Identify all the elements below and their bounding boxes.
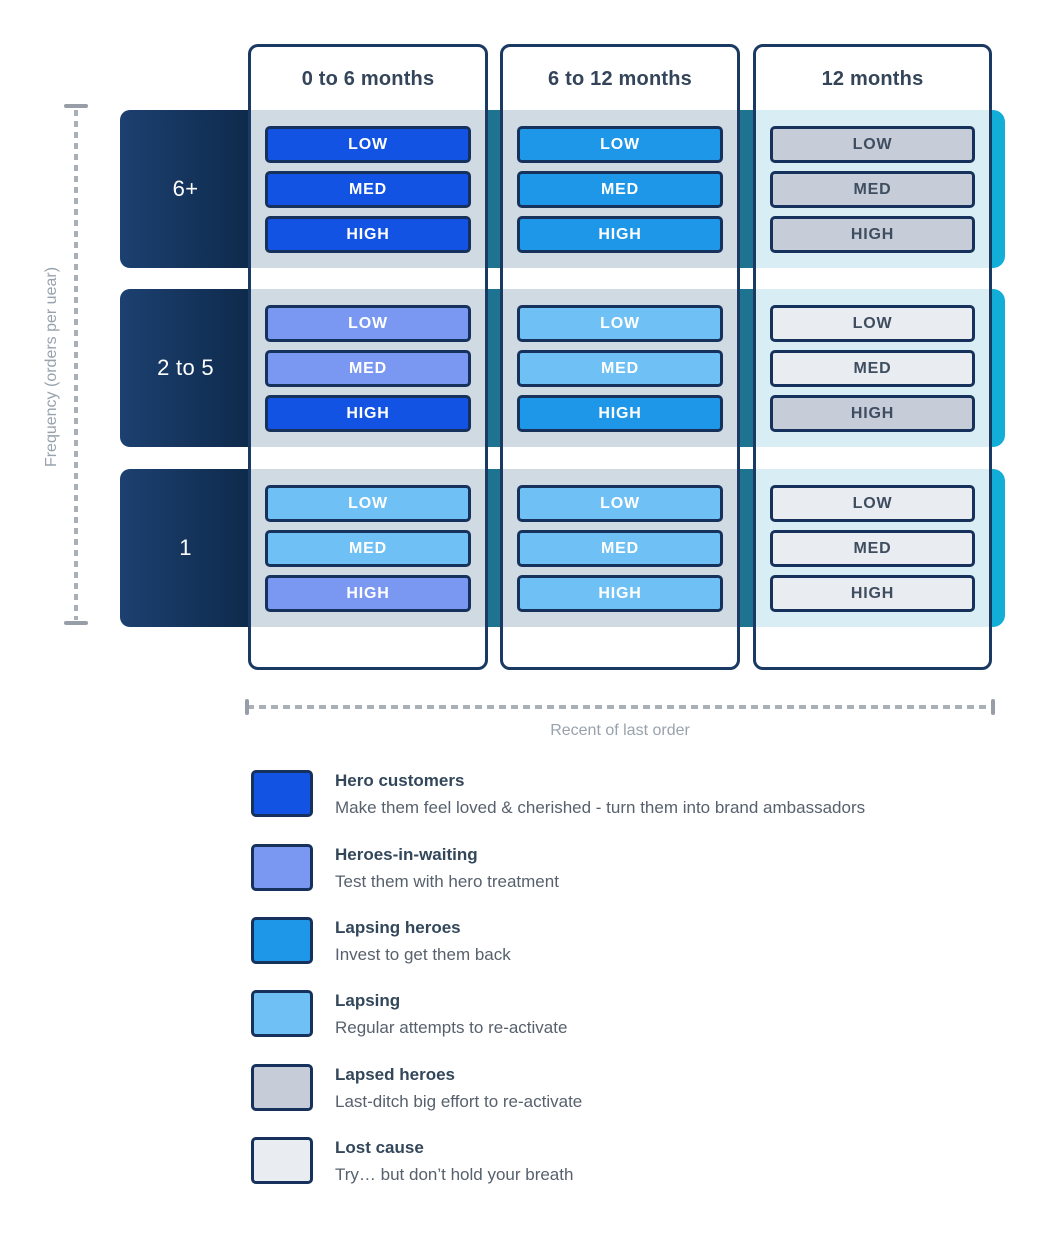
x-axis-label: Recent of last order xyxy=(550,722,690,739)
legend-name-lapsing: Lapsing xyxy=(335,991,401,1010)
pill-high-r2-c0: HIGH xyxy=(265,575,471,612)
legend-desc-lost_cause: Try… but don’t hold your breath xyxy=(335,1165,574,1184)
pill-low-r2-c0: LOW xyxy=(265,485,471,522)
legend-name-lapsed_heroes: Lapsed heroes xyxy=(335,1065,455,1084)
legend-name-lapsing_heroes: Lapsing heroes xyxy=(335,918,461,937)
pill-low-r0-c0: LOW xyxy=(265,126,471,163)
pill-med-r1-c2: MED xyxy=(770,350,975,387)
legend-name-hero: Hero customers xyxy=(335,771,465,790)
pill-low-r1-c0: LOW xyxy=(265,305,471,342)
column-header-0: 0 to 6 months xyxy=(301,67,435,90)
row-label-2: 1 xyxy=(120,469,251,627)
pill-low-r0-c1: LOW xyxy=(517,126,723,163)
x-axis-dashed-line xyxy=(247,705,993,709)
pill-high-r0-c0: HIGH xyxy=(265,216,471,253)
pill-med-r0-c1: MED xyxy=(517,171,723,208)
pill-med-r1-c1: MED xyxy=(517,350,723,387)
pill-med-r2-c2: MED xyxy=(770,530,975,567)
legend-swatch-lost_cause xyxy=(251,1137,313,1184)
pill-high-r2-c1: HIGH xyxy=(517,575,723,612)
legend-desc-hero: Make them feel loved & cherished - turn … xyxy=(335,798,866,817)
y-axis-label: Frequency (orders per uear) xyxy=(43,266,60,468)
pill-high-r0-c1: HIGH xyxy=(517,216,723,253)
legend-desc-lapsing_heroes: Invest to get them back xyxy=(335,945,511,964)
pill-med-r1-c0: MED xyxy=(265,350,471,387)
pill-med-r2-c0: MED xyxy=(265,530,471,567)
legend-name-lost_cause: Lost cause xyxy=(335,1138,424,1157)
legend-swatch-hero xyxy=(251,770,313,817)
y-axis-dashed-line xyxy=(74,110,78,620)
pill-med-r2-c1: MED xyxy=(517,530,723,567)
legend-swatch-lapsing_heroes xyxy=(251,917,313,964)
pill-low-r0-c2: LOW xyxy=(770,126,975,163)
y-axis-bottom-tick xyxy=(64,621,88,625)
legend-desc-lapsed_heroes: Last-ditch big effort to re-activate xyxy=(335,1092,583,1111)
row-label-1: 2 to 5 xyxy=(120,289,251,447)
pill-low-r1-c2: LOW xyxy=(770,305,975,342)
y-axis-top-tick xyxy=(64,104,88,108)
legend-swatch-lapsing xyxy=(251,990,313,1037)
pill-high-r0-c2: HIGH xyxy=(770,216,975,253)
row-label-0: 6+ xyxy=(120,110,251,268)
legend-swatch-heroes_in_waiting xyxy=(251,844,313,891)
pill-high-r1-c2: HIGH xyxy=(770,395,975,432)
x-axis-right-tick xyxy=(991,699,995,715)
x-axis-left-tick xyxy=(245,699,249,715)
pill-med-r0-c2: MED xyxy=(770,171,975,208)
legend-desc-heroes_in_waiting: Test them with hero treatment xyxy=(335,872,559,891)
pill-low-r1-c1: LOW xyxy=(517,305,723,342)
legend-name-heroes_in_waiting: Heroes-in-waiting xyxy=(335,845,478,864)
column-header-2: 12 months xyxy=(821,67,924,90)
pill-low-r2-c1: LOW xyxy=(517,485,723,522)
pill-high-r2-c2: HIGH xyxy=(770,575,975,612)
pill-low-r2-c2: LOW xyxy=(770,485,975,522)
pill-high-r1-c0: HIGH xyxy=(265,395,471,432)
pill-med-r0-c0: MED xyxy=(265,171,471,208)
column-header-1: 6 to 12 months xyxy=(548,67,692,90)
legend-desc-lapsing: Regular attempts to re-activate xyxy=(335,1018,568,1037)
pill-high-r1-c1: HIGH xyxy=(517,395,723,432)
legend-swatch-lapsed_heroes xyxy=(251,1064,313,1111)
